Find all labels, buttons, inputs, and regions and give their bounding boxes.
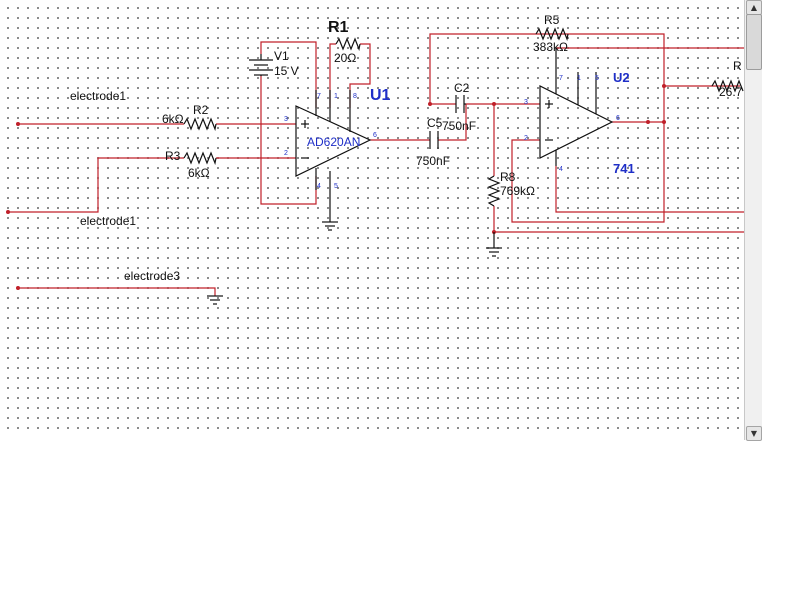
resistor-r1[interactable]: R1 20Ω [328,19,361,65]
u2-pin-2: 2 [524,135,528,142]
u1-pin-4: 4 [317,183,321,190]
r1-value: 20Ω [334,51,356,65]
v1-value: 15 V [274,64,299,78]
opamp-u1[interactable]: 3 2 7 1 8 6 4 5 AD620AN U1 [284,87,391,220]
wires [8,33,744,296]
ground-r8 [486,232,502,257]
scroll-thumb[interactable] [746,14,762,70]
r3-value: 6kΩ [188,166,210,180]
u1-pin-3: 3 [284,116,288,123]
schematic-drawing: R1 20Ω V1 15 V 3 2 7 1 8 6 4 5 AD620AN U… [6,13,744,305]
vertical-scrollbar[interactable]: ▲ ▼ [744,0,762,441]
battery-v1[interactable]: V1 15 V [249,49,299,78]
c2-ref: C2 [454,81,470,95]
opamp-u2[interactable]: 3 2 7 1 5 6 4 U2 741 [524,48,635,176]
ground-electrode3 [207,295,223,305]
r3-ref: R3 [165,149,181,163]
electrode-label-bottom: electrode3 [124,269,180,283]
junctions [6,84,666,290]
c2-value: 750nF [442,119,476,133]
schematic-canvas[interactable]: R1 20Ω V1 15 V 3 2 7 1 8 6 4 5 AD620AN U… [0,0,744,436]
capacitor-c5[interactable]: C5 750nF [416,116,450,168]
u1-ref: U1 [370,87,391,104]
resistor-r5[interactable]: R5 383kΩ [533,13,569,54]
r-partial-value: 26.7 [719,85,743,99]
u2-pin-1: 1 [577,75,581,82]
resistor-r8[interactable]: R8 769kΩ [487,170,535,207]
r1-ref: R1 [328,19,349,36]
u1-pin-2: 2 [284,150,288,157]
u1-pin-8: 8 [353,93,357,100]
c5-value: 750nF [416,154,450,168]
r2-ref: R2 [193,103,209,117]
u1-part: AD620AN [307,135,360,149]
electrode-label-top: electrode1 [70,89,126,103]
u2-pin-4: 4 [559,166,563,173]
u1-pin-6: 6 [373,132,377,139]
u2-pin-6: 6 [616,115,620,122]
capacitor-c2[interactable]: C2 750nF [442,81,476,133]
resistor-r3[interactable]: R3 6kΩ [165,149,217,180]
electrode-label-mid: electrode1 [80,214,136,228]
u2-ref: U2 [613,70,630,85]
r-partial-ref: R [733,59,742,73]
resistor-partial[interactable]: R 26.7 [711,59,744,99]
u2-pin-7: 7 [559,75,563,82]
r2-value: 6kΩ [162,112,184,126]
u1-pin-7: 7 [317,93,321,100]
c5-ref: C5 [427,116,443,130]
scroll-down-button[interactable]: ▼ [746,426,762,441]
ground-u1 [322,220,338,231]
u2-pin-5: 5 [595,75,599,82]
u2-part: 741 [613,161,635,176]
scroll-up-button[interactable]: ▲ [746,0,762,15]
r8-ref: R8 [500,170,516,184]
u2-pin-3: 3 [524,99,528,106]
r8-value: 769kΩ [500,184,535,198]
r5-value: 383kΩ [533,40,568,54]
resistor-r2[interactable]: R2 6kΩ [162,103,217,132]
u1-pin-5: 5 [334,183,338,190]
u1-pin-1: 1 [334,93,338,100]
v1-ref: V1 [274,49,289,63]
r5-ref: R5 [544,13,560,27]
